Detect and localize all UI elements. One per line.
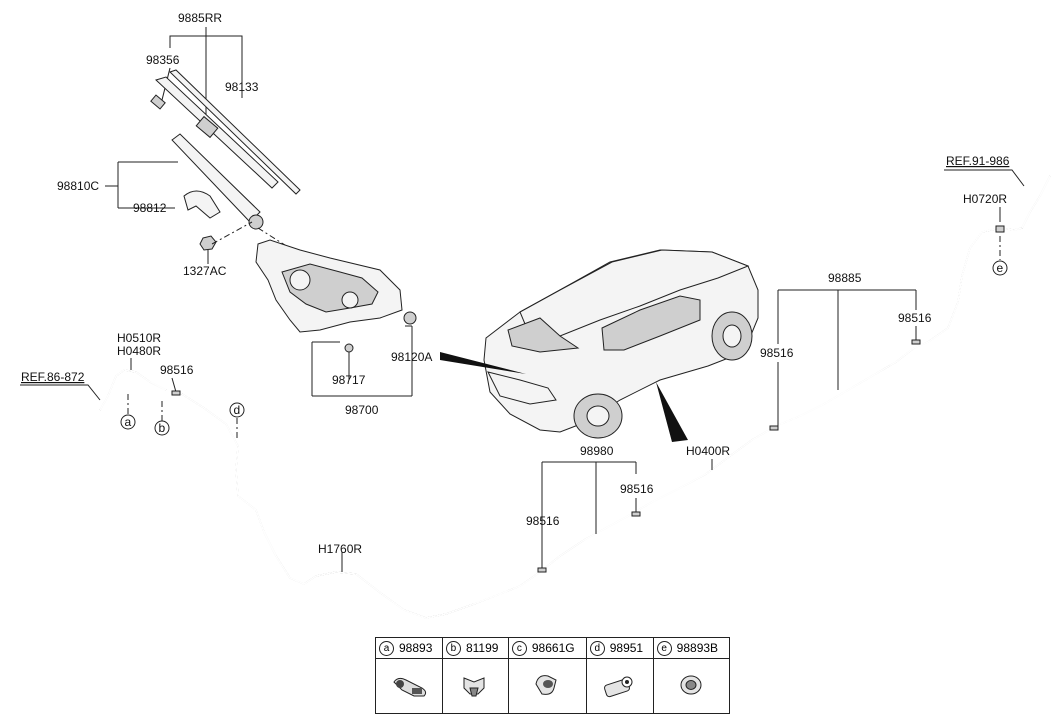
hose-98980-group: 98980 98516 98516 H0400R	[526, 444, 730, 568]
pointer-rear	[440, 352, 526, 374]
side-window	[601, 295, 701, 351]
grommet-e	[995, 225, 1005, 233]
connector-98516-mid	[631, 511, 641, 517]
bolt-98717	[344, 343, 354, 353]
label-98980: 98980	[580, 444, 614, 458]
label-98810C: 98810C	[57, 179, 99, 193]
label-98700: 98700	[345, 403, 379, 417]
svg-text:e: e	[997, 261, 1004, 275]
legend-part-no: 98951	[609, 641, 644, 655]
label-H1760R: H1760R	[318, 542, 362, 556]
legend-part-no: 98893	[399, 641, 433, 655]
connector-98516-left	[171, 390, 181, 396]
motor-housing	[289, 269, 311, 291]
pointer-side	[656, 382, 688, 442]
wiper-blade	[155, 76, 279, 189]
hose-98885-group: 98885 98516 98516	[760, 271, 932, 426]
grommet-98120A	[403, 311, 417, 325]
label-H0510R: H0510R	[117, 331, 161, 345]
label-98516-left: 98516	[160, 363, 194, 377]
wiper-arm	[171, 133, 261, 223]
rear-window	[507, 317, 580, 353]
connector-98516-lower	[537, 567, 547, 573]
retainer-clip-icon	[441, 658, 509, 714]
grommet-icon	[652, 658, 731, 714]
label-H0720R: H0720R	[963, 192, 1007, 206]
callout-a	[120, 414, 136, 430]
label-98812: 98812	[133, 201, 167, 215]
legend-part-no: 98893B	[676, 641, 719, 655]
label-9885RR: 9885RR	[178, 11, 222, 25]
label-98516-group-a: 98516	[526, 514, 560, 528]
label-H0400R: H0400R	[686, 444, 730, 458]
rear-bumper	[487, 371, 557, 405]
hose-clip-icon	[375, 658, 443, 714]
label-98133: 98133	[225, 80, 259, 94]
label-98516-right-b: 98516	[898, 311, 932, 325]
connector-icon	[585, 658, 654, 714]
wiper-blade-group: 9885RR 98356 98133 98810C 98812 1327AC	[57, 11, 301, 278]
legend-part-no: 98661G	[531, 641, 575, 655]
label-98356: 98356	[146, 53, 180, 67]
connector-98516-right	[911, 339, 921, 345]
left-hose-group: H0510R H0480R REF.86-872 98516 a b d	[20, 331, 245, 438]
svg-text:d: d	[234, 403, 241, 417]
right-hose-group: REF.91-986 H0720R e	[944, 154, 1051, 276]
label-1327AC: 1327AC	[183, 264, 227, 278]
callout-b	[154, 420, 170, 436]
label-H0480R: H0480R	[117, 344, 161, 358]
vehicle-illustration	[440, 249, 759, 442]
blade-adapter	[195, 115, 219, 139]
label-98717: 98717	[332, 373, 366, 387]
main-washer-hose: H1760R	[181, 227, 1023, 619]
label-98885: 98885	[828, 271, 862, 285]
arm-pivot	[248, 214, 264, 230]
callout-d	[229, 402, 245, 418]
connector-98516-upper	[769, 425, 779, 431]
blade-end-cap	[150, 94, 166, 110]
motor-gear	[341, 291, 359, 309]
ref-86-872: REF.86-872	[21, 370, 85, 384]
label-98516-group-b: 98516	[620, 482, 654, 496]
label-98120A: 98120A	[391, 350, 432, 364]
wiper-motor-group: 98717 98120A 98700	[255, 227, 432, 417]
svg-text:a: a	[125, 415, 132, 429]
hose-clamp-icon	[507, 658, 587, 714]
svg-text:b: b	[159, 421, 166, 435]
nut	[199, 235, 217, 251]
arm-cap	[183, 190, 221, 219]
blade-rubber-insert	[169, 69, 301, 195]
legend-part-no: 81199	[465, 641, 499, 655]
callout-e	[992, 260, 1008, 276]
label-98516-right-a: 98516	[760, 346, 794, 360]
ref-91-986: REF.91-986	[946, 154, 1010, 168]
